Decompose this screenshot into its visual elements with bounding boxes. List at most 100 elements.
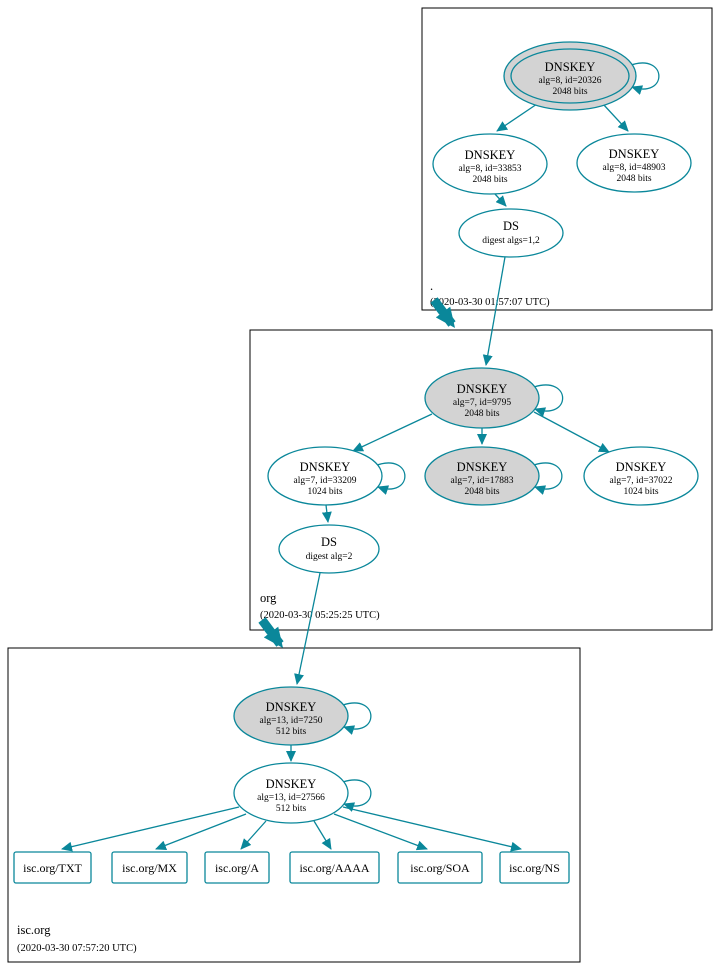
node-detail: alg=7, id=17883 bbox=[451, 476, 514, 486]
node-rect bbox=[13, 851, 92, 884]
ds-node-root: DS digest algs=1,2 bbox=[458, 208, 564, 258]
edge-root-ds-to-org-ksk bbox=[482, 256, 506, 366]
zone-label-org: org bbox=[260, 591, 277, 605]
edge-org-zsk1-to-ds bbox=[321, 504, 332, 523]
edge-root-ksk-self-sign bbox=[630, 62, 660, 95]
edge-org-ksk-to-zsk2 bbox=[533, 411, 610, 453]
node-title: DNSKEY bbox=[300, 460, 351, 474]
dnskey-node-isc-ksk-7250: DNSKEY alg=13, id=7250 512 bits bbox=[233, 686, 349, 746]
dnskey-node-isc-zsk-27566: DNSKEY alg=13, id=27566 512 bits bbox=[233, 762, 349, 824]
edge-isc-zsk-to-aaaa bbox=[313, 820, 332, 850]
node-detail: alg=7, id=33209 bbox=[294, 476, 357, 486]
zone-label-root: . bbox=[430, 279, 433, 293]
edge-org-ksk2-self-sign bbox=[533, 462, 563, 495]
node-ellipse bbox=[233, 686, 349, 746]
node-ellipse bbox=[424, 367, 540, 429]
delegation-arrow-root-to-org bbox=[430, 297, 456, 328]
rrset-label: isc.org/MX bbox=[122, 861, 177, 875]
edge-root-zsk1-to-ds bbox=[494, 193, 507, 207]
zone-label-isc-org: isc.org bbox=[17, 923, 51, 937]
rrset-node-isc-org-a: isc.org/A bbox=[204, 851, 270, 884]
node-title: DNSKEY bbox=[266, 777, 317, 791]
node-ellipse bbox=[576, 133, 692, 193]
rrset-label: isc.org/A bbox=[215, 861, 259, 875]
rrset-node-isc-org-mx: isc.org/MX bbox=[111, 851, 188, 884]
node-title: DNSKEY bbox=[609, 147, 660, 161]
zone-timestamp-root: (2020-03-30 01:57:07 UTC) bbox=[430, 297, 550, 308]
edge-root-ksk-to-zsk1 bbox=[496, 103, 538, 132]
node-title: DNSKEY bbox=[266, 700, 317, 714]
node-rect bbox=[204, 851, 270, 884]
node-detail: alg=8, id=33853 bbox=[459, 164, 522, 174]
rrset-node-isc-org-txt: isc.org/TXT bbox=[13, 851, 92, 884]
node-bits: 1024 bits bbox=[307, 487, 342, 497]
node-ellipse bbox=[278, 524, 380, 574]
node-rect bbox=[499, 851, 570, 884]
edge-org-ksk-self-sign bbox=[533, 384, 564, 417]
edge-isc-zsk-to-soa bbox=[333, 813, 428, 851]
node-rect bbox=[397, 851, 483, 884]
node-bits: 1024 bits bbox=[623, 487, 658, 497]
dnskey-node-org-ksk2-17883: DNSKEY alg=7, id=17883 2048 bits bbox=[424, 446, 540, 506]
node-bits: 2048 bits bbox=[472, 175, 507, 185]
node-title: DNSKEY bbox=[545, 60, 596, 74]
dnskey-node-root-ksk-20326: DNSKEY alg=8, id=20326 2048 bits bbox=[503, 41, 637, 111]
node-bits: 2048 bits bbox=[464, 409, 499, 419]
edge-root-ksk-to-zsk2 bbox=[602, 103, 629, 132]
node-title: DNSKEY bbox=[457, 460, 508, 474]
node-title: DNSKEY bbox=[616, 460, 667, 474]
edge-isc-zsk-to-txt bbox=[61, 806, 240, 852]
dnskey-node-root-zsk-33853: DNSKEY alg=8, id=33853 2048 bits bbox=[432, 133, 548, 195]
edge-isc-zsk-to-ns bbox=[342, 806, 522, 852]
zone-timestamp-org: (2020-03-30 05:25:25 UTC) bbox=[260, 610, 380, 621]
edge-org-ds-to-isc-ksk bbox=[294, 572, 321, 685]
node-title: DS bbox=[503, 219, 519, 233]
node-title: DS bbox=[321, 535, 337, 549]
node-ellipse bbox=[583, 446, 699, 506]
node-ellipse bbox=[267, 446, 383, 506]
node-detail: alg=7, id=37022 bbox=[610, 476, 673, 486]
edge-isc-zsk-to-a bbox=[240, 820, 267, 850]
node-detail: alg=7, id=9795 bbox=[453, 398, 511, 408]
node-bits: 2048 bits bbox=[616, 174, 651, 184]
edge-isc-zsk-to-mx bbox=[155, 813, 247, 851]
edge-org-zsk1-self-sign bbox=[376, 462, 406, 495]
node-detail: alg=8, id=48903 bbox=[603, 163, 666, 173]
node-ellipse bbox=[233, 762, 349, 824]
node-title: DNSKEY bbox=[457, 382, 508, 396]
node-detail: alg=8, id=20326 bbox=[539, 76, 602, 86]
node-bits: 2048 bits bbox=[464, 487, 499, 497]
node-bits: 2048 bits bbox=[552, 87, 587, 97]
rrset-label: isc.org/NS bbox=[509, 861, 560, 875]
rrset-node-isc-org-aaaa: isc.org/AAAA bbox=[289, 851, 380, 884]
dnskey-node-org-ksk-9795: DNSKEY alg=7, id=9795 2048 bits bbox=[424, 367, 540, 429]
dnskey-node-root-zsk-48903: DNSKEY alg=8, id=48903 2048 bits bbox=[576, 133, 692, 193]
edge-org-ksk-to-zsk1 bbox=[352, 413, 433, 452]
edge-isc-ksk-self-sign bbox=[342, 702, 372, 735]
rrset-label: isc.org/SOA bbox=[410, 861, 470, 875]
node-detail: alg=13, id=27566 bbox=[257, 793, 325, 803]
edge-isc-zsk-self-sign bbox=[342, 779, 372, 812]
rrset-label: isc.org/AAAA bbox=[299, 861, 369, 875]
zone-timestamp-isc-org: (2020-03-30 07:57:20 UTC) bbox=[17, 943, 137, 954]
node-ellipse bbox=[424, 446, 540, 506]
node-detail: alg=13, id=7250 bbox=[260, 716, 323, 726]
node-ellipse bbox=[432, 133, 548, 195]
dnskey-node-org-zsk-33209: DNSKEY alg=7, id=33209 1024 bits bbox=[267, 446, 383, 506]
node-title: DNSKEY bbox=[465, 148, 516, 162]
node-bits: 512 bits bbox=[276, 804, 307, 814]
rrset-node-isc-org-soa: isc.org/SOA bbox=[397, 851, 483, 884]
ksk-inner-ellipse bbox=[510, 48, 630, 104]
node-detail: digest alg=2 bbox=[306, 552, 353, 562]
node-detail: digest algs=1,2 bbox=[482, 236, 540, 246]
ds-node-org: DS digest alg=2 bbox=[278, 524, 380, 574]
rrset-label: isc.org/TXT bbox=[23, 861, 82, 875]
node-rect bbox=[111, 851, 188, 884]
delegation-arrow-org-to-isc bbox=[258, 617, 284, 648]
dnskey-node-org-zsk-37022: DNSKEY alg=7, id=37022 1024 bits bbox=[583, 446, 699, 506]
node-ellipse bbox=[458, 208, 564, 258]
node-bits: 512 bits bbox=[276, 727, 307, 737]
rrset-node-isc-org-ns: isc.org/NS bbox=[499, 851, 570, 884]
